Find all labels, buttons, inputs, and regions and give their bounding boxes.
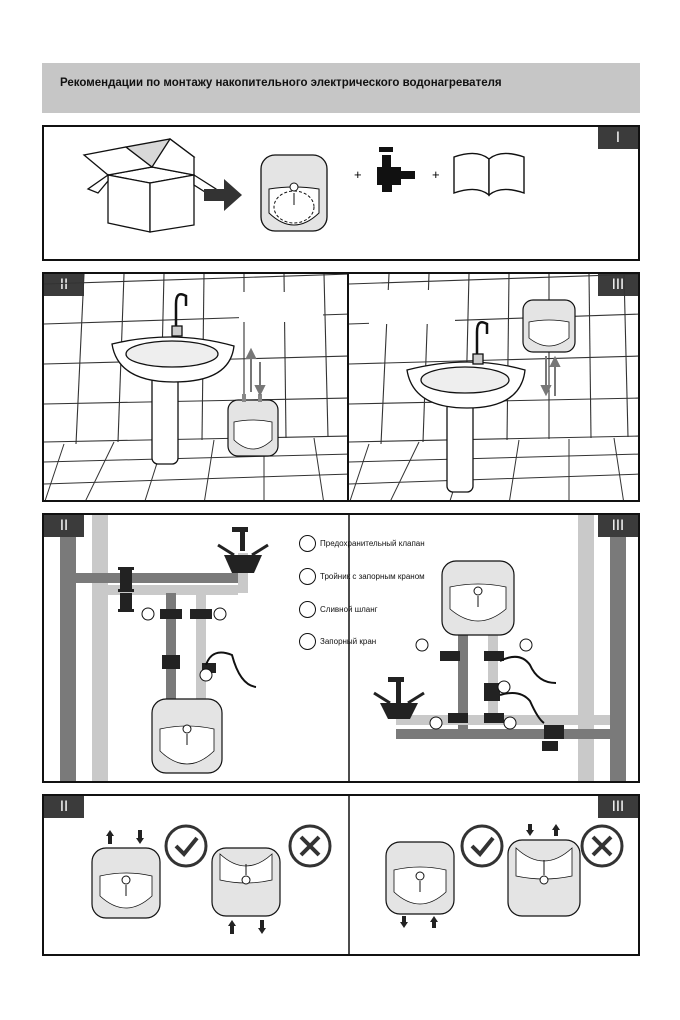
right-scheme-pipes <box>396 515 626 781</box>
floor-tiles <box>349 437 638 500</box>
panel-tag: III <box>598 515 638 537</box>
panel-package-contents: I + + <box>42 125 640 261</box>
manual-book-icon <box>453 152 525 197</box>
water-heater-icon <box>227 394 279 457</box>
bathroom-below-sink-illustration <box>44 274 347 500</box>
panel-orientation-rules: II III <box>42 794 640 956</box>
drain-hose-icon <box>499 692 545 724</box>
legend-marker <box>299 568 316 585</box>
water-heater-icon <box>441 560 515 636</box>
section-header: Рекомендации по монтажу накопительного э… <box>42 63 640 113</box>
mixer-faucet-icon <box>217 527 269 573</box>
flow-arrows-icon <box>245 347 266 397</box>
left-scheme-pipes <box>60 515 248 781</box>
legend-marker <box>299 633 316 650</box>
legend-marker <box>299 535 316 552</box>
arrow-down-icon <box>526 824 534 836</box>
sink-icon <box>111 293 235 465</box>
panel-plumbing-schemes: II III <box>42 513 640 783</box>
plus-sign: + <box>432 167 440 182</box>
panel-tag: II <box>44 796 84 818</box>
panel-tag: I <box>598 127 638 149</box>
orientation-illustration <box>91 796 624 954</box>
legend-label: Предохранительный клапан <box>320 539 425 548</box>
legend-tee-valve: Тройник с запорным краном <box>299 568 425 585</box>
bathroom-above-sink-illustration <box>349 274 638 500</box>
callout-blank <box>239 292 323 322</box>
water-heater-icon <box>91 847 161 919</box>
flow-arrows-icon <box>540 355 561 397</box>
legend-safety-valve: Предохранительный клапан <box>299 535 425 552</box>
cross-icon <box>288 824 332 868</box>
arrow-right-icon <box>204 179 242 211</box>
shutoff-valve-icon <box>118 567 564 751</box>
callout-blank <box>369 290 455 324</box>
panel-tag: III <box>598 796 638 818</box>
arrow-up-icon <box>552 824 560 836</box>
package-contents-illustration: + + <box>82 138 525 233</box>
check-icon <box>164 824 208 868</box>
sink-icon <box>406 321 526 493</box>
plus-sign: + <box>354 167 362 182</box>
water-heater-icon <box>151 698 223 774</box>
drain-hose-icon <box>499 655 557 684</box>
arrow-down-icon <box>136 830 144 844</box>
panel-tag: II <box>44 515 84 537</box>
arrow-down-icon <box>400 916 408 928</box>
legend-shutoff-valve: Запорный кран <box>299 633 376 650</box>
legend-label: Сливной шланг <box>320 605 378 614</box>
plumbing-scheme-illustration <box>60 515 626 781</box>
panel-install-above-sink: III <box>347 272 640 502</box>
mixer-faucet-icon <box>373 677 425 719</box>
water-heater-icon <box>260 154 328 232</box>
legend-marker <box>299 601 316 618</box>
check-icon <box>460 824 504 868</box>
legend-drain-hose: Сливной шланг <box>299 601 378 618</box>
floor-tiles <box>44 437 347 500</box>
panel-install-below-sink: II <box>42 272 349 502</box>
arrow-up-icon <box>106 830 114 844</box>
safety-valve-icon <box>377 147 415 192</box>
panel-tag: II <box>44 274 84 296</box>
callout-markers <box>141 607 533 730</box>
arrow-up-icon <box>228 920 236 934</box>
water-heater-icon <box>211 847 281 917</box>
water-heater-icon <box>507 839 581 917</box>
box-icon <box>82 138 217 233</box>
arrow-up-icon <box>430 916 438 928</box>
section-title: Рекомендации по монтажу накопительного э… <box>60 77 502 89</box>
drain-hose-icon <box>205 651 257 688</box>
cross-icon <box>580 824 624 868</box>
water-heater-icon <box>385 841 455 915</box>
water-heater-icon <box>522 299 576 353</box>
panel-tag: III <box>598 274 638 296</box>
legend-label: Тройник с запорным краном <box>320 572 425 581</box>
arrow-down-icon <box>258 920 266 934</box>
legend-label: Запорный кран <box>320 637 377 646</box>
